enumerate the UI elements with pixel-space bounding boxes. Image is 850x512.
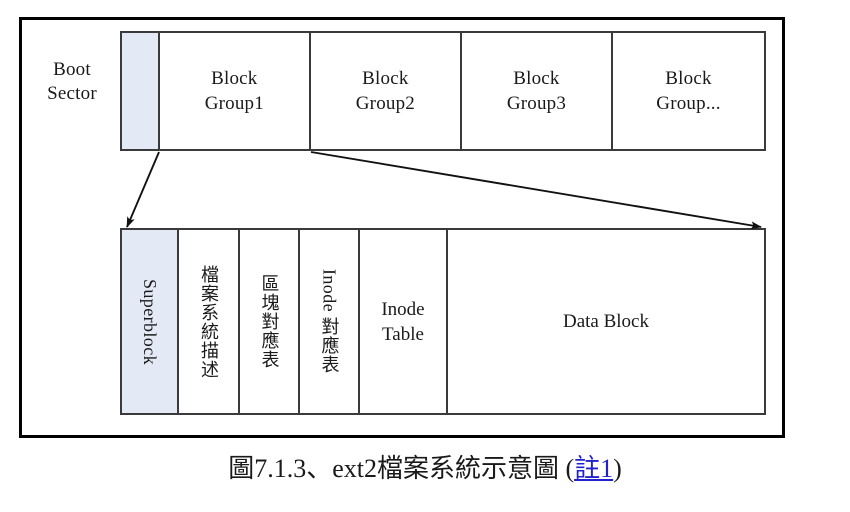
cell-block-group-2: Block Group2 bbox=[310, 33, 462, 149]
cell-block-group-more-line2: Group... bbox=[656, 93, 721, 114]
cell-block-group-more-line1: Block bbox=[665, 68, 712, 89]
cell-block-group-3-line2: Group3 bbox=[506, 93, 567, 114]
cell-inode-bitmap-label-latin: Inode bbox=[319, 268, 340, 312]
cell-inode-table-line1: Inode bbox=[381, 298, 425, 320]
cell-superblock-label: Superblock bbox=[140, 278, 160, 365]
disk-layout-row: Block Group1 Block Group2 Block Group3 B… bbox=[120, 31, 766, 151]
cell-block-group-2-line1: Block bbox=[362, 68, 409, 89]
cell-block-group-more: Block Group... bbox=[612, 33, 765, 149]
boot-sector-label-line1: Boot bbox=[53, 59, 91, 80]
boot-sector-label: Boot Sector bbox=[30, 58, 114, 106]
cell-block-group-more-text: Block Group... bbox=[656, 66, 720, 116]
cell-block-group-3-line1: Block bbox=[513, 68, 560, 89]
cell-block-bitmap: 區塊對應表 bbox=[240, 230, 300, 413]
cell-inode-table-line2: Table bbox=[382, 323, 424, 345]
cell-inode-table-text: Inode Table bbox=[381, 297, 424, 347]
figure-caption-suffix: ) bbox=[613, 454, 622, 483]
boot-sector-label-line2: Sector bbox=[47, 83, 97, 104]
figure-caption-note-link[interactable]: 註1 bbox=[574, 454, 614, 483]
cell-block-group-2-line2: Group2 bbox=[355, 93, 415, 114]
cell-inode-table: Inode Table bbox=[360, 230, 448, 413]
cell-block-group-3: Block Group3 bbox=[461, 33, 613, 149]
block-group-detail-row: Superblock 檔案系統描述 區塊對應表 Inode 對應表 Inode … bbox=[120, 228, 766, 415]
cell-superblock: Superblock bbox=[122, 230, 179, 413]
cell-filesystem-description-label: 檔案系統描述 bbox=[198, 264, 219, 379]
cell-block-group-1-text: Block Group1 bbox=[205, 66, 264, 116]
cell-block-bitmap-label: 區塊對應表 bbox=[259, 274, 280, 369]
cell-boot-sector bbox=[122, 33, 160, 149]
cell-data-block-label: Data Block bbox=[562, 310, 649, 332]
cell-block-group-2-text: Block Group2 bbox=[356, 66, 415, 116]
cell-block-group-1-line2: Group1 bbox=[204, 93, 264, 114]
cell-block-group-1-line1: Block bbox=[211, 68, 258, 89]
cell-inode-bitmap-label-cjk: 對應表 bbox=[319, 317, 340, 375]
cell-inode-bitmap-label: Inode 對應表 bbox=[319, 268, 340, 375]
cell-block-group-1: Block Group1 bbox=[159, 33, 311, 149]
figure-caption-prefix: 圖7.1.3、ext2檔案系統示意圖 ( bbox=[228, 454, 575, 483]
cell-inode-bitmap: Inode 對應表 bbox=[300, 230, 360, 413]
cell-block-group-3-text: Block Group3 bbox=[507, 66, 566, 116]
figure-caption: 圖7.1.3、ext2檔案系統示意圖 (註1) bbox=[0, 452, 850, 486]
cell-filesystem-description: 檔案系統描述 bbox=[179, 230, 240, 413]
cell-data-block: Data Block bbox=[448, 230, 764, 413]
